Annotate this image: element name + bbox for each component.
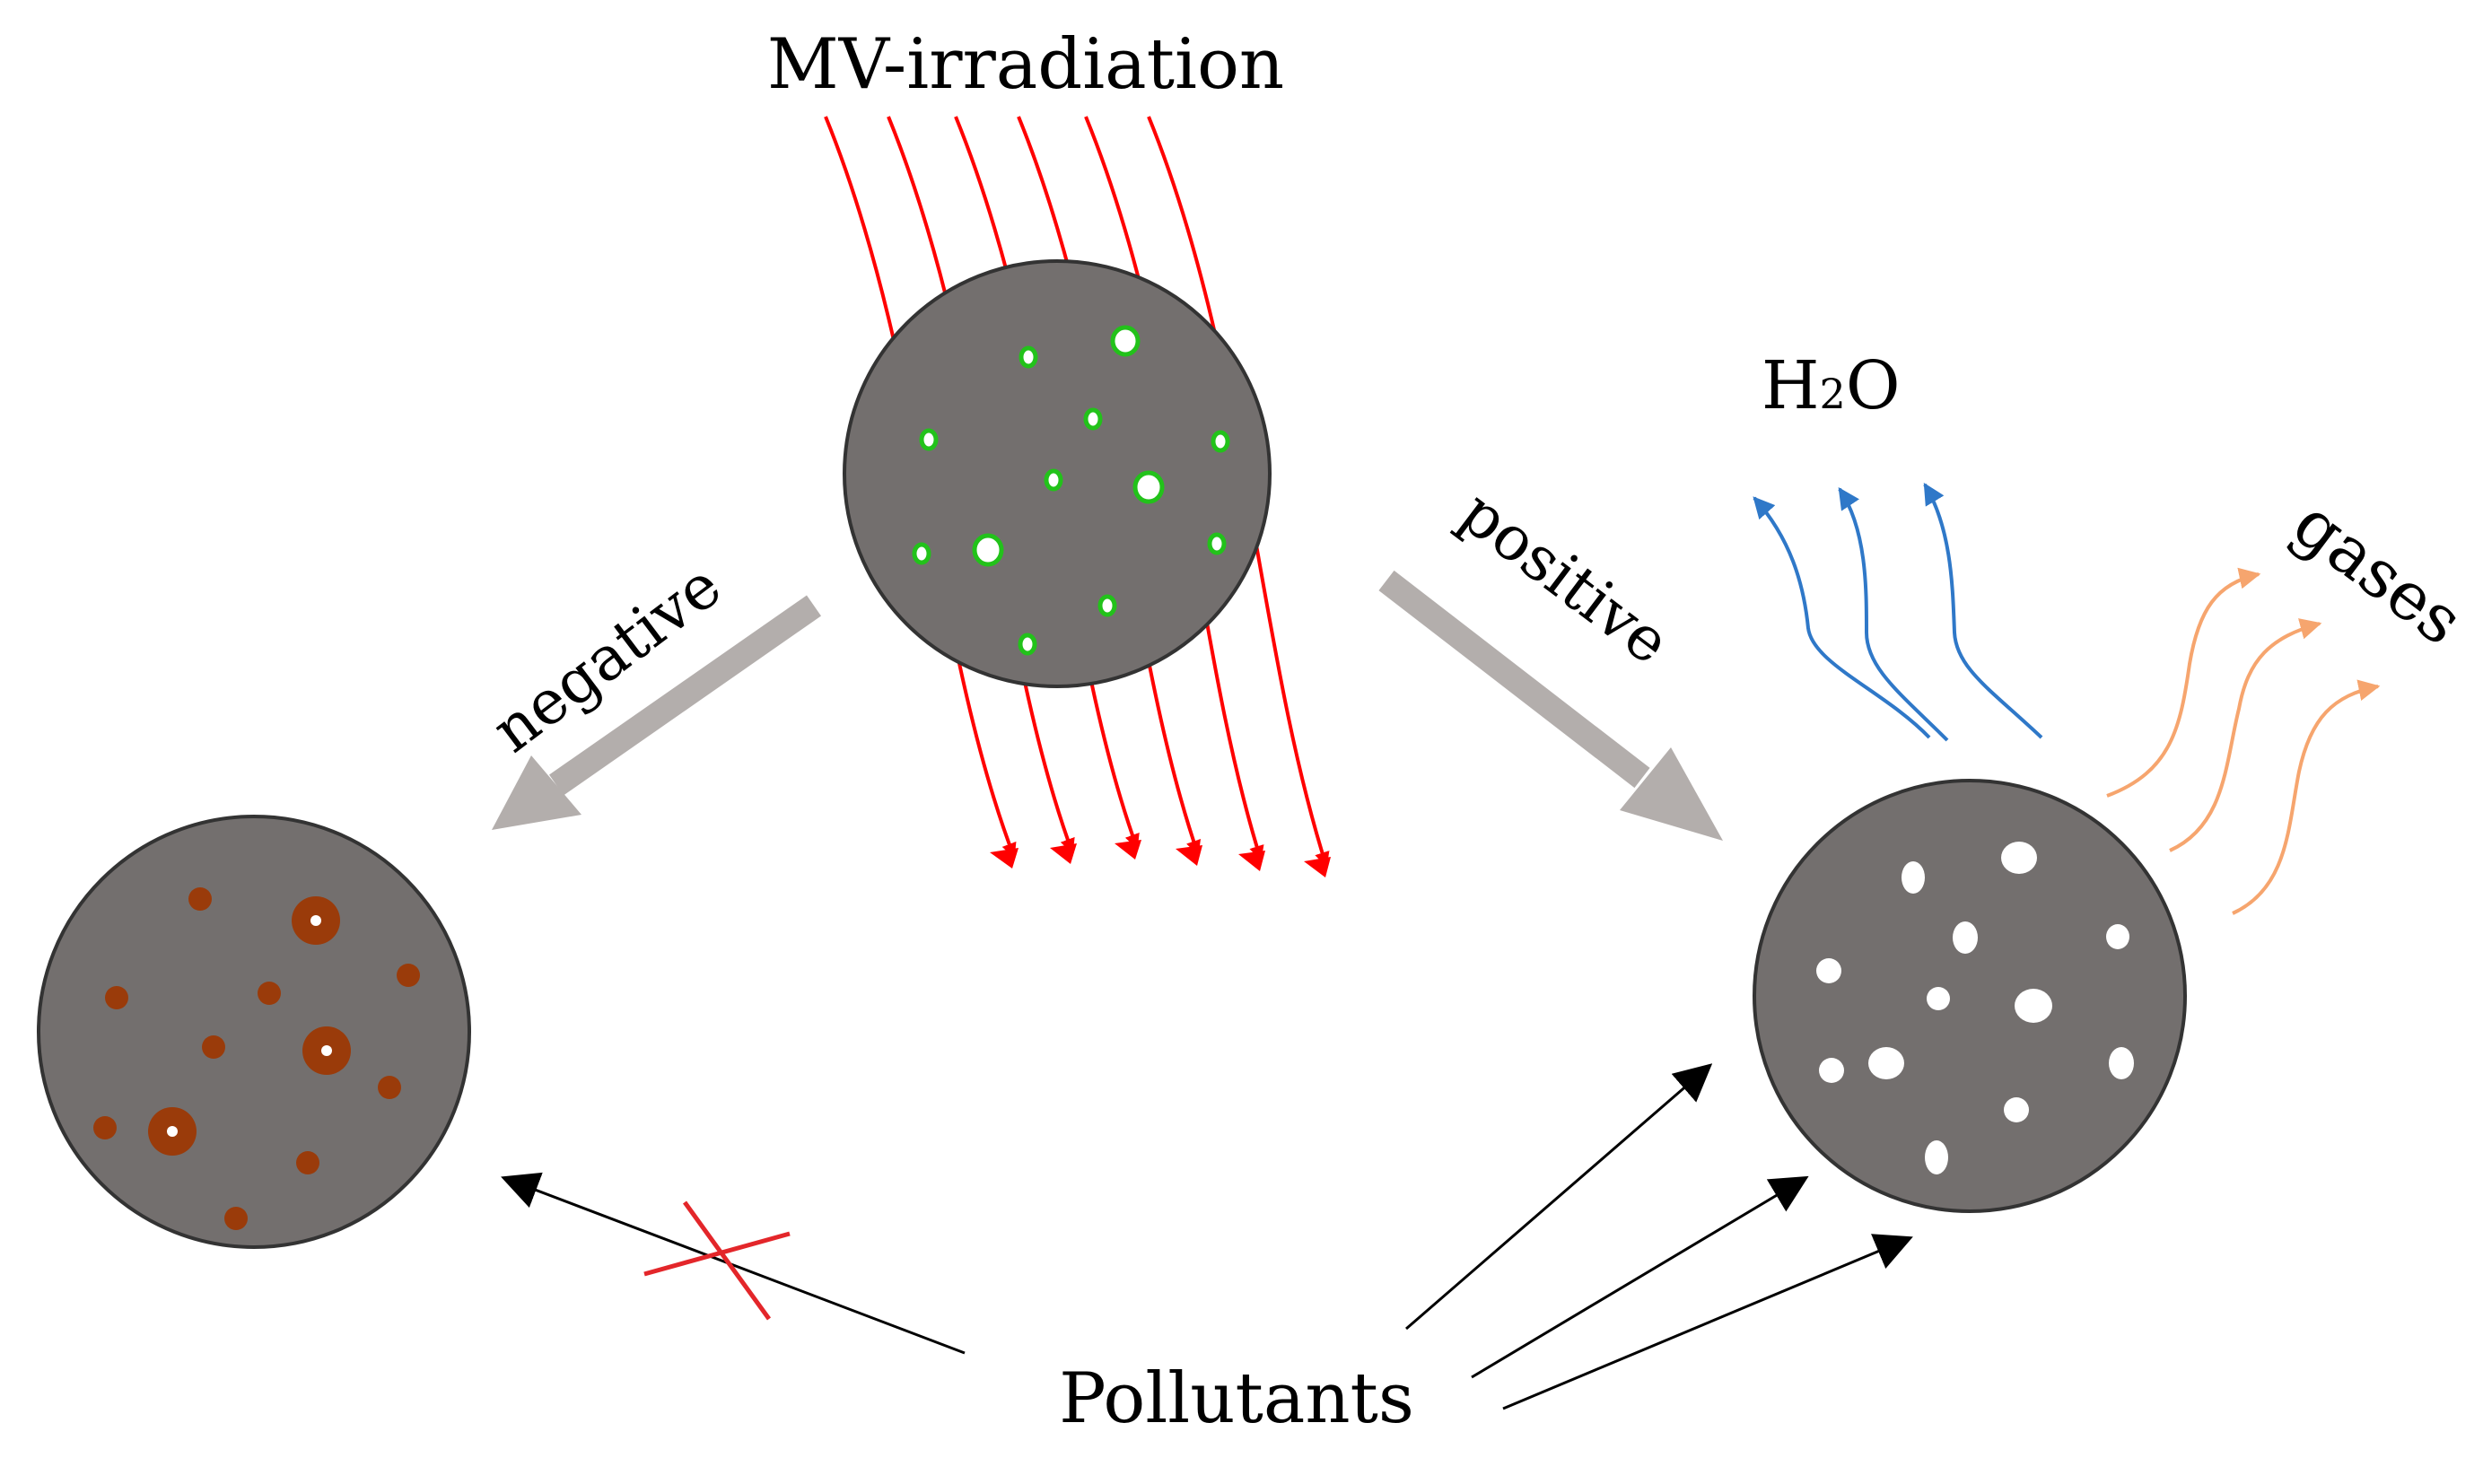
- pore: [167, 1126, 178, 1137]
- pore: [2004, 1097, 2029, 1122]
- deposit: [224, 1207, 248, 1230]
- hot-spot: [1097, 594, 1117, 617]
- blocked-pores: [167, 915, 332, 1137]
- ray-arrowhead: [1050, 843, 1077, 864]
- hot-spot: [1132, 470, 1165, 504]
- hot-spot: [919, 428, 939, 451]
- deposit: [378, 1076, 401, 1099]
- hot-spot: [1207, 532, 1227, 555]
- pollutant-arrow: [1405, 1063, 1713, 1331]
- hot-spot: [1044, 468, 1063, 492]
- irradiation-label: MV-irradiation: [767, 24, 1284, 105]
- positive-pathway-arrow: [1378, 570, 1723, 841]
- pollutant-arrow: [1502, 1234, 1913, 1410]
- open-pores: [1816, 842, 2134, 1174]
- gas-arrow: [2169, 618, 2322, 852]
- vapor-arrow: [1838, 487, 1949, 742]
- hot-spot: [912, 542, 931, 565]
- deposit: [93, 1116, 117, 1139]
- hot-spots: [912, 325, 1230, 656]
- gas-arrow: [2232, 679, 2381, 915]
- pore: [2015, 989, 2052, 1023]
- deposit: [202, 1035, 225, 1059]
- negative-pathway-arrow: [492, 595, 822, 830]
- cross-mark-icon: [643, 1200, 791, 1321]
- particle-body: [1753, 779, 2187, 1213]
- pore: [1816, 958, 1841, 983]
- ray-arrowhead: [990, 848, 1019, 869]
- irradiated-particle: [843, 259, 1272, 688]
- water-label: H2O: [1762, 347, 1901, 424]
- pore: [2109, 1047, 2134, 1079]
- hot-spot: [1018, 633, 1037, 656]
- ray-arrowhead: [1304, 857, 1331, 877]
- pollutant-arrow-blocked: [501, 1172, 966, 1355]
- pore: [310, 915, 321, 926]
- pore: [321, 1045, 332, 1056]
- vapor-arrow: [1753, 496, 1931, 739]
- pore: [1925, 1140, 1948, 1174]
- pollutants-label: Pollutants: [1059, 1358, 1414, 1439]
- pore: [2001, 842, 2037, 874]
- deposit: [397, 964, 420, 987]
- deposit: [258, 982, 281, 1005]
- hot-spot: [1083, 407, 1103, 431]
- pollutant-arrows: [501, 1063, 1913, 1410]
- ray-arrowhead: [1238, 851, 1265, 871]
- ray-arrowhead: [1176, 845, 1202, 866]
- negative-label: negative: [480, 550, 735, 766]
- pore: [1953, 921, 1978, 954]
- hot-spot: [1211, 430, 1230, 453]
- microwave-arrowheads: [990, 840, 1331, 877]
- pore: [1902, 861, 1925, 894]
- deposit: [296, 1151, 319, 1174]
- fouled-particle: [37, 815, 471, 1249]
- particle-body: [37, 815, 471, 1249]
- pore: [2106, 924, 2129, 949]
- pore: [1819, 1058, 1844, 1083]
- gas-release-arrows: [2106, 567, 2381, 915]
- water-label-subscript: 2: [1820, 370, 1846, 418]
- gas-arrow: [2106, 567, 2261, 798]
- water-label-o: O: [1846, 347, 1901, 424]
- pollutant-arrow: [1471, 1175, 1809, 1379]
- pore: [1868, 1047, 1904, 1079]
- ray-arrowhead: [1115, 840, 1141, 860]
- regenerated-particle: [1753, 779, 2187, 1213]
- deposit: [188, 887, 212, 911]
- hot-spot: [972, 533, 1004, 567]
- pore: [1927, 987, 1950, 1010]
- gases-label: gases: [2279, 484, 2477, 660]
- water-label-h: H: [1762, 347, 1820, 424]
- hot-spot: [1110, 325, 1141, 357]
- vapor-arrow: [1923, 482, 2043, 739]
- water-vapor-arrows: [1753, 482, 2043, 742]
- deposit: [105, 986, 128, 1009]
- hot-spot: [1019, 345, 1038, 369]
